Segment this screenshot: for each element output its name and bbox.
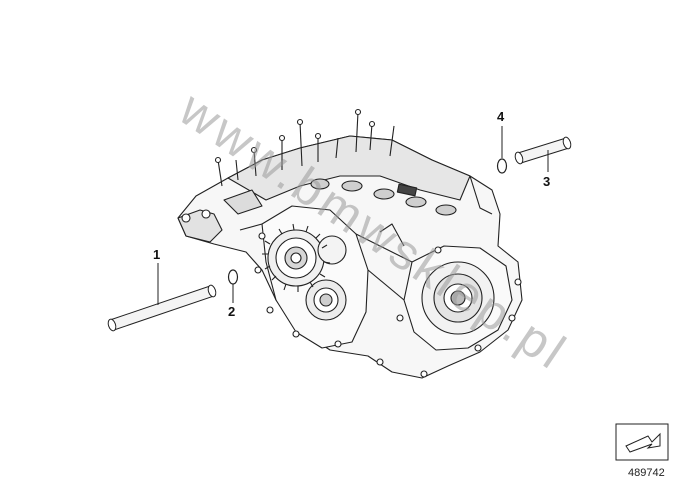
o-ring-2	[227, 269, 239, 285]
arrow-icon	[625, 432, 661, 453]
callout-4: 4	[497, 109, 505, 124]
o-ring-4	[496, 158, 508, 174]
dowel-sleeve-1	[107, 284, 217, 332]
callout-1: 1	[153, 247, 160, 262]
dowel-sleeve-3	[514, 136, 572, 165]
callout-2: 2	[228, 304, 235, 319]
engine-crankcase	[177, 108, 523, 379]
reference-box: 489742	[615, 423, 669, 479]
callout-3: 3	[543, 174, 550, 189]
reference-number: 489742	[628, 467, 665, 479]
